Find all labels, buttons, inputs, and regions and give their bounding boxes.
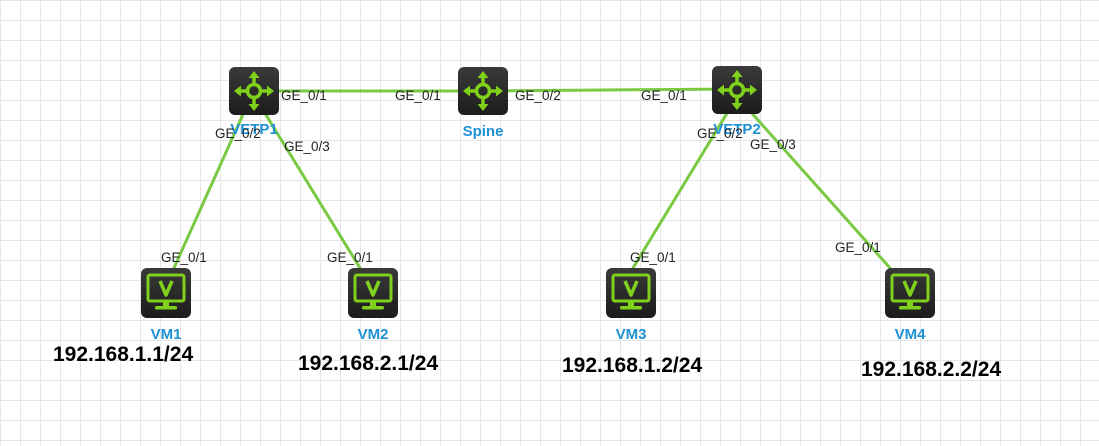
- port-label: GE_0/1: [835, 240, 881, 255]
- port-label: GE_0/1: [327, 250, 373, 265]
- port-label: GE_0/1: [630, 250, 676, 265]
- port-label: GE_0/1: [281, 88, 327, 103]
- node-label-spine: Spine: [463, 123, 504, 140]
- vm-monitor-icon[interactable]: [604, 266, 658, 320]
- node-label-vm1: VM1: [151, 326, 182, 343]
- node-label-vm4: VM4: [895, 326, 927, 343]
- port-label: GE_0/2: [215, 126, 261, 141]
- port-label: GE_0/1: [161, 250, 207, 265]
- port-label: GE_0/1: [641, 88, 687, 103]
- link-vtep1-vm1[interactable]: [172, 108, 247, 270]
- router-icon[interactable]: [456, 65, 510, 117]
- vm-monitor-icon[interactable]: [883, 266, 937, 320]
- vm-monitor-icon[interactable]: [346, 266, 400, 320]
- ip-address-vm3: 192.168.1.2/24: [562, 354, 702, 377]
- vm-monitor-icon[interactable]: [139, 266, 193, 320]
- port-label: GE_0/3: [284, 139, 330, 154]
- ip-address-vm2: 192.168.2.1/24: [298, 352, 438, 375]
- ip-address-vm1: 192.168.1.1/24: [53, 343, 193, 366]
- link-vtep2-vm4[interactable]: [747, 108, 892, 270]
- router-icon[interactable]: [227, 65, 281, 117]
- port-label: GE_0/2: [515, 88, 561, 103]
- port-label: GE_0/2: [697, 126, 743, 141]
- node-label-vm3: VM3: [616, 326, 647, 343]
- node-label-vtep1: VETP1: [230, 121, 278, 138]
- node-label-vm2: VM2: [358, 326, 389, 343]
- link-vtep2-vm3[interactable]: [631, 108, 731, 270]
- link-vtep1-vm2[interactable]: [261, 108, 362, 270]
- router-icon[interactable]: [710, 64, 764, 116]
- link-spine-vtep2[interactable]: [481, 87, 739, 93]
- port-label: GE_0/3: [750, 137, 796, 152]
- ip-address-vm4: 192.168.2.2/24: [861, 358, 1001, 381]
- port-label: GE_0/1: [395, 88, 441, 103]
- node-label-vtep2: VETP2: [713, 121, 761, 138]
